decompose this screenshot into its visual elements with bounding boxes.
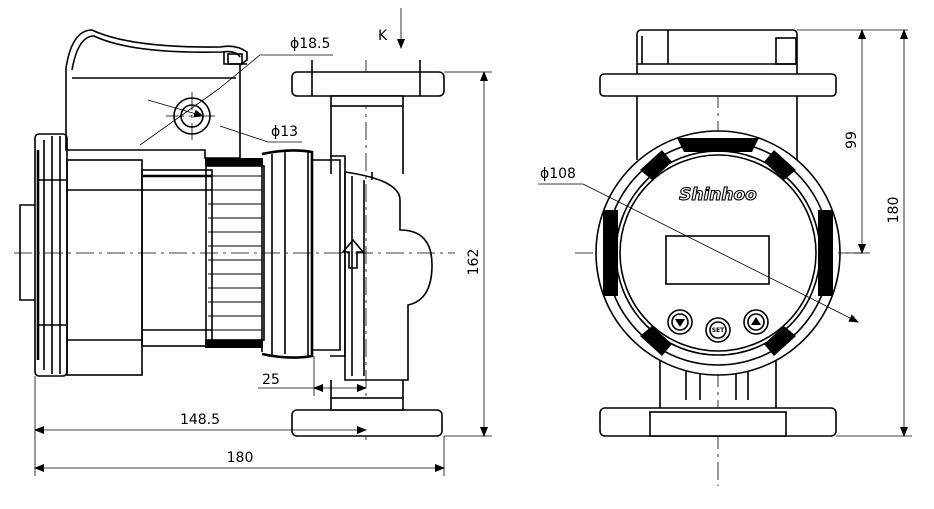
dim-offset-25: 25 (258, 356, 367, 396)
front-view: Shinhoo SET ϕ108 (538, 29, 912, 486)
view-marker: K (378, 8, 405, 49)
lcd-display (665, 235, 770, 285)
button-up[interactable] (743, 309, 769, 335)
end-cap (19, 133, 68, 377)
pipe-flanges (291, 60, 445, 440)
front-ring (261, 149, 346, 359)
dim-length-180-label: 180 (227, 450, 254, 466)
front-terminal-box (599, 29, 837, 160)
dim-height-180: 180 (836, 29, 912, 437)
dim-height-162-label: 162 (466, 249, 482, 276)
cable-gland (166, 92, 218, 140)
dim-length-148-5-label: 148.5 (180, 412, 220, 428)
dim-length-180: 180 (34, 436, 445, 476)
dim-inlet-diameter: ϕ13 (147, 99, 302, 143)
brand-logo: Shinhoo (679, 185, 757, 205)
dim-height-180-label: 180 (886, 197, 902, 224)
button-set[interactable]: SET (705, 317, 731, 343)
dim-length-148-5: 148.5 (34, 376, 367, 476)
dim-height-99: 99 (797, 29, 908, 254)
dim-offset-25-label: 25 (262, 372, 280, 388)
rim-segments (603, 138, 833, 356)
dim-inlet-diameter-label: ϕ13 (271, 124, 298, 140)
dim-height-99-label: 99 (844, 131, 860, 149)
triangle-down-icon (675, 319, 685, 327)
dim-front-diameter: ϕ108 (538, 166, 859, 323)
triangle-up-icon (751, 317, 761, 325)
dim-outlet-diameter-label: ϕ18.5 (290, 36, 330, 52)
terminal-box (65, 29, 248, 159)
side-view: ϕ18.5 ϕ13 K 162 25 (14, 8, 492, 476)
motor-body (66, 158, 265, 376)
dim-outlet-diameter: ϕ18.5 (139, 36, 333, 146)
view-marker-label: K (378, 28, 388, 44)
dim-height-162: 162 (444, 71, 492, 437)
dim-front-diameter-label: ϕ108 (540, 166, 576, 182)
button-down[interactable] (667, 309, 693, 335)
set-button-label: SET (712, 327, 725, 334)
cooling-fins (205, 158, 265, 348)
flow-arrow-up-icon (341, 238, 365, 269)
pump-housing (341, 171, 433, 381)
display-housing: Shinhoo SET (595, 130, 841, 376)
